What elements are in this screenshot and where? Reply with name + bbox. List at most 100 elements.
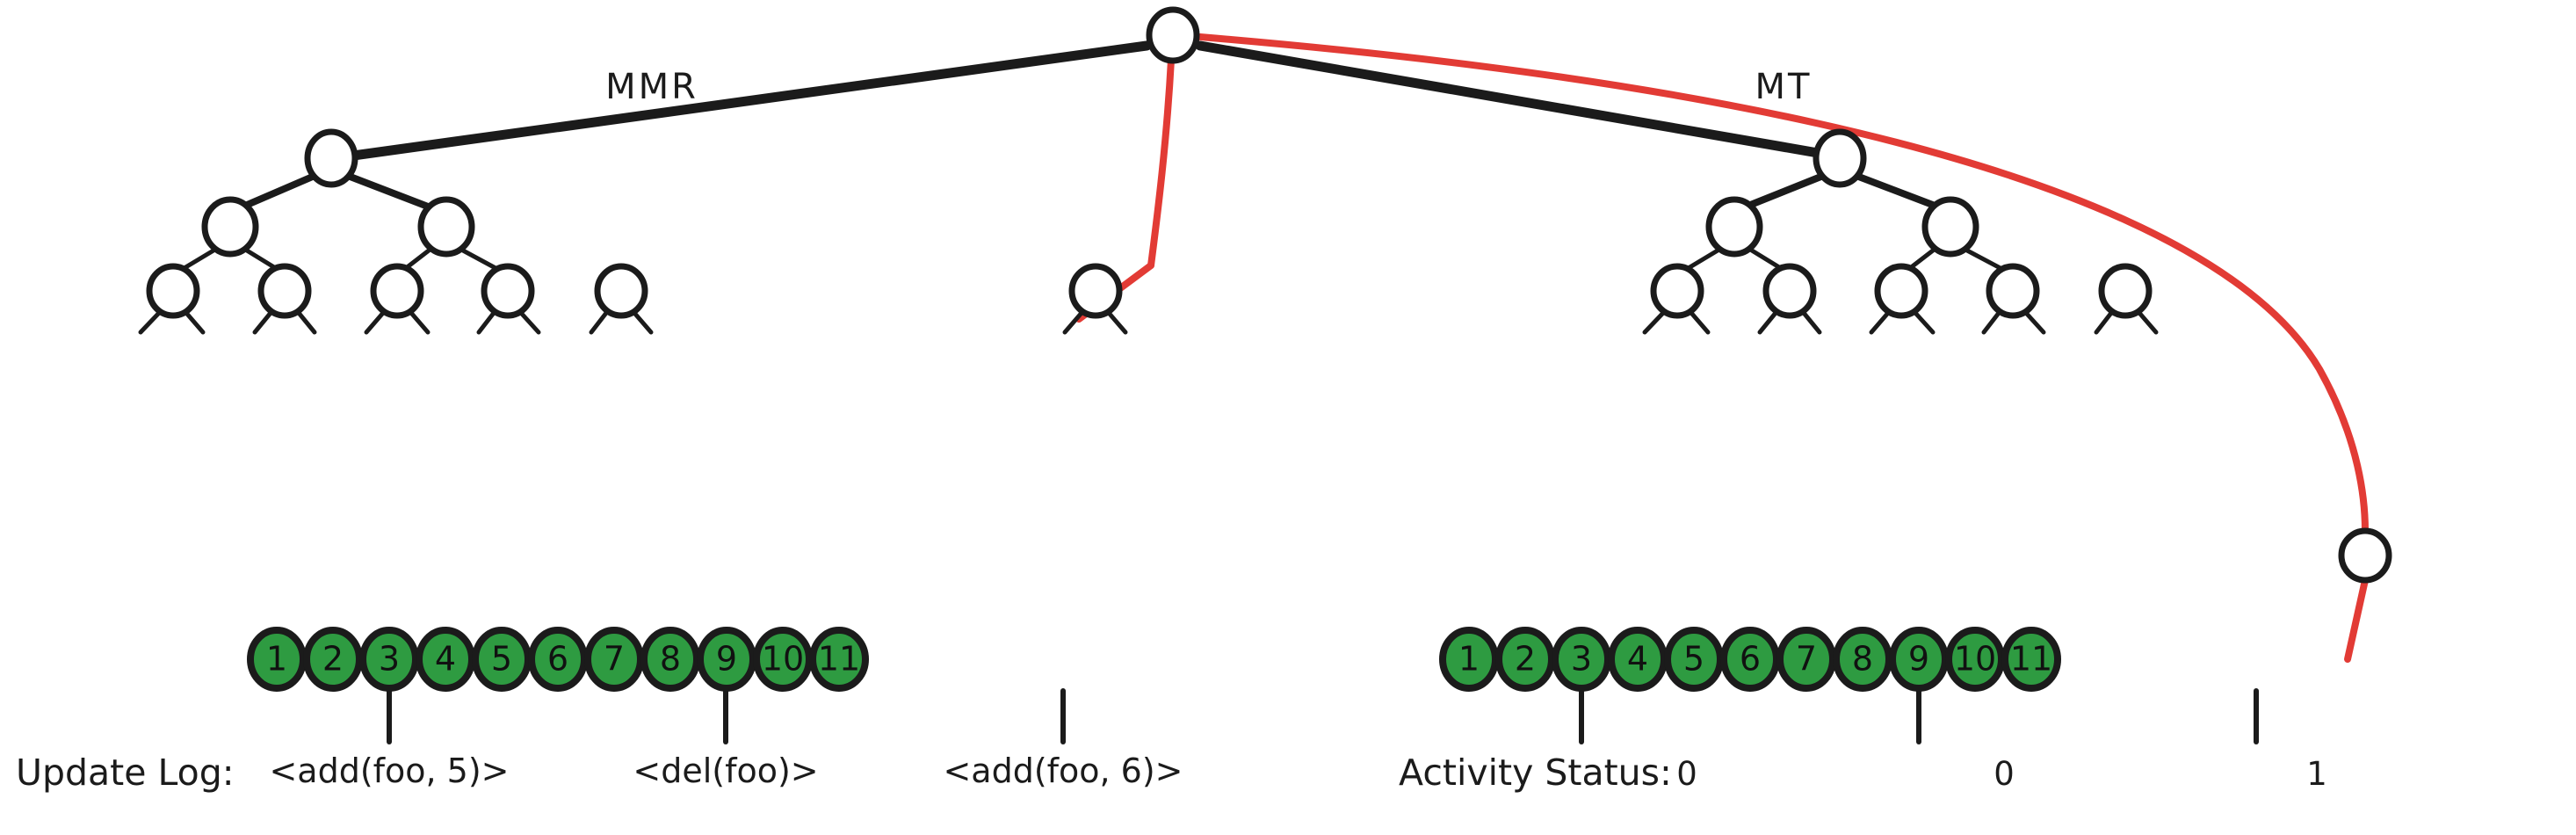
- leaf-label: 1: [1458, 640, 1480, 679]
- leaf-label: 7: [1796, 640, 1817, 679]
- node-mmr-l3d[interactable]: [481, 263, 535, 319]
- edge-mt-l3b-left: [1757, 310, 1778, 335]
- tree-label-mt: MT: [1755, 67, 1813, 107]
- edge-mmr-l3b-left: [252, 310, 273, 335]
- edge-mmr-l1-right: [344, 172, 443, 214]
- leaf-label: 3: [1571, 640, 1592, 679]
- update-log-entry-1: <del(foo)>: [633, 752, 818, 790]
- edge-root-mmr: [342, 40, 1152, 162]
- leaf-label: 5: [1683, 640, 1704, 679]
- leaf-node-mmr-6[interactable]: 6: [528, 627, 588, 692]
- node-root[interactable]: [1146, 6, 1200, 64]
- leaf-node-mt-7[interactable]: 7: [1776, 627, 1836, 692]
- leaf-node-mmr-9[interactable]: 9: [697, 627, 756, 692]
- leaf-node-mmr-3[interactable]: 3: [359, 627, 419, 692]
- node-mmr-l2b[interactable]: [417, 196, 475, 258]
- leaf-label: 6: [547, 640, 568, 679]
- leaf-label: 1: [266, 640, 287, 679]
- leaf-node-mt-2[interactable]: 2: [1495, 627, 1555, 692]
- leaf-node-mt-8[interactable]: 8: [1833, 627, 1892, 692]
- leaf-node-mmr-7[interactable]: 7: [584, 627, 644, 692]
- node-mt-l3a[interactable]: [1650, 263, 1704, 319]
- node-mmr-l3c[interactable]: [370, 263, 424, 319]
- node-mt-l3b[interactable]: [1762, 263, 1817, 319]
- leaf-node-mt-11[interactable]: 11: [2001, 627, 2061, 692]
- update-log-entry-0: <add(foo, 5)>: [269, 752, 509, 790]
- leaf-label: 10: [762, 640, 804, 679]
- leaf-node-mt-4[interactable]: 4: [1608, 627, 1668, 692]
- node-mt-9parent[interactable]: [2338, 527, 2392, 584]
- edge-mt-l3e-left: [2094, 310, 2114, 335]
- leaf-node-mmr-8[interactable]: 8: [640, 627, 700, 692]
- leaf-node-mmr-2[interactable]: 2: [303, 627, 363, 692]
- edge-mmr-9parent-left: [1062, 310, 1084, 335]
- mmr-edges: [138, 40, 1152, 335]
- edge-mmr-l3e-left: [589, 310, 609, 335]
- leaf-label: 2: [1515, 640, 1536, 679]
- node-mt-l3c[interactable]: [1874, 263, 1928, 319]
- leaf-label: 3: [379, 640, 400, 679]
- leaf-label: 5: [491, 640, 512, 679]
- activity-status-value-0: 0: [1676, 755, 1697, 793]
- edge-mmr-l3c-left: [364, 310, 386, 335]
- edge-mmr-l3b-right: [296, 310, 317, 335]
- leaf-node-mt-10[interactable]: 10: [1945, 627, 2005, 692]
- node-mt-l2a[interactable]: [1705, 196, 1763, 258]
- node-mt-l3d[interactable]: [1986, 263, 2040, 319]
- edge-mt-l3c-right: [1913, 310, 1936, 335]
- leaf-label: 9: [716, 640, 737, 679]
- leaf-node-mmr-4[interactable]: 4: [416, 627, 475, 692]
- leaf-label: 8: [660, 640, 681, 679]
- edge-mt-l3e-right: [2137, 310, 2159, 335]
- edge-mt-l3c-left: [1869, 310, 1891, 335]
- node-mmr-l1[interactable]: [304, 128, 358, 188]
- leaf-node-mmr-1[interactable]: 1: [247, 627, 307, 692]
- leaf-node-mmr-10[interactable]: 10: [753, 627, 813, 692]
- internal-nodes: [146, 6, 2392, 584]
- node-mt-l1[interactable]: [1813, 128, 1867, 188]
- red-edge-mt-9parent-tail: [2344, 577, 2369, 663]
- leaf-circle: [809, 627, 869, 692]
- leaf-node-mmr-11[interactable]: 11: [809, 627, 869, 692]
- leaf-label: 10: [1954, 640, 1996, 679]
- leaf-label: 11: [2010, 640, 2052, 679]
- leaf-node-mt-6[interactable]: 6: [1720, 627, 1780, 692]
- node-mmr-l3b[interactable]: [257, 263, 312, 319]
- edge-mmr-l3e-right: [632, 310, 654, 335]
- leaf-node-mt-9[interactable]: 9: [1889, 627, 1949, 692]
- edge-mmr-l3a-right: [184, 310, 206, 335]
- leaf-label: 6: [1740, 640, 1761, 679]
- node-mmr-l2a[interactable]: [201, 196, 259, 258]
- edge-mt-l3a-left: [1642, 310, 1666, 335]
- leaf-node-mt-1[interactable]: 1: [1439, 627, 1499, 692]
- node-mt-l2b[interactable]: [1921, 196, 1979, 258]
- leaf-node-mt-5[interactable]: 5: [1664, 627, 1724, 692]
- activity-status-value-1: 0: [1994, 755, 2015, 793]
- edge-root-mt: [1195, 40, 1843, 162]
- edge-mt-l3b-right: [1801, 310, 1822, 335]
- edge-mmr-l3d-left: [476, 310, 496, 335]
- leaf-label: 8: [1852, 640, 1873, 679]
- highlight-paths: [1075, 33, 2369, 663]
- leaf-node-mt-3[interactable]: 3: [1552, 627, 1611, 692]
- leaf-circle: [2001, 627, 2061, 692]
- leaf-label: 4: [435, 640, 456, 679]
- edge-mmr-l3a-left: [138, 310, 162, 335]
- edge-mt-l3d-left: [1981, 310, 2001, 335]
- node-mt-l3e[interactable]: [2098, 263, 2153, 319]
- leaf-label: 9: [1908, 640, 1929, 679]
- edge-mt-l3d-right: [2023, 310, 2046, 335]
- edge-mmr-l3c-right: [409, 310, 431, 335]
- node-mmr-l3a[interactable]: [146, 263, 200, 319]
- update-log-entry-2: <add(foo, 6)>: [943, 752, 1183, 790]
- leaf-label: 4: [1627, 640, 1648, 679]
- edge-mt-l3a-right: [1689, 310, 1711, 335]
- leaf-node-mmr-5[interactable]: 5: [472, 627, 532, 692]
- node-mmr-l3e[interactable]: [594, 263, 648, 319]
- node-mmr-9parent[interactable]: [1068, 263, 1123, 319]
- edge-mmr-l3d-right: [518, 310, 541, 335]
